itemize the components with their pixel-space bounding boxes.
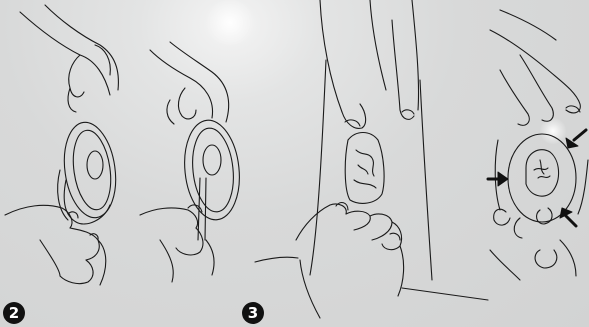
panel-3b-drawing — [488, 10, 588, 280]
panel-3a-drawing — [255, 0, 488, 318]
step-3-badge: 3 — [242, 302, 264, 324]
panel-2a-drawing — [5, 5, 121, 285]
arrow-down-left-icon — [566, 130, 586, 148]
arrow-up-left-icon — [560, 208, 576, 226]
step-2-badge: 2 — [3, 302, 25, 324]
panel-2b-drawing — [140, 42, 244, 282]
arrow-right-icon — [488, 172, 508, 186]
